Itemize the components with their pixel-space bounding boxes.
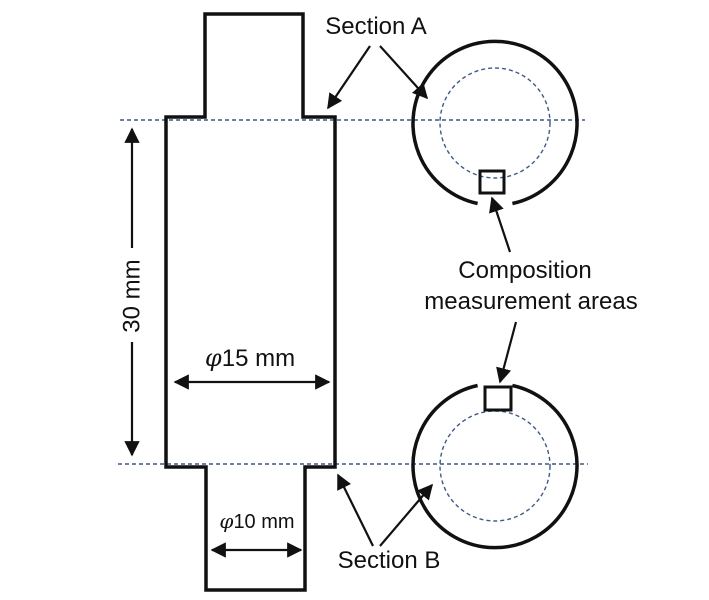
composition-arrow-down	[496, 321, 518, 384]
section-a-arrow-left	[327, 45, 371, 110]
section-b-inner-circle	[439, 410, 551, 522]
section-a-inner-circle	[439, 67, 551, 179]
height-label: 30 mm	[119, 259, 146, 332]
specimen-outline	[164, 12, 337, 592]
small-diameter-label: φ10 mm	[219, 509, 294, 533]
composition-label-line1: Composition	[458, 257, 591, 284]
section-b-arrow-right	[379, 483, 433, 547]
section-a-cross-section	[411, 39, 579, 206]
section-b-cross-section	[411, 383, 579, 550]
composition-arrow-up	[489, 196, 512, 253]
section-a-label: Section A	[325, 13, 426, 40]
composition-label-line2: measurement areas	[424, 288, 637, 315]
section-b-measurement-area	[483, 385, 513, 412]
section-b-arrow-left	[337, 473, 374, 547]
large-diameter-label: φ15 mm	[205, 344, 295, 372]
section-b-label: Section B	[338, 547, 441, 574]
section-a-measurement-area	[478, 169, 506, 195]
